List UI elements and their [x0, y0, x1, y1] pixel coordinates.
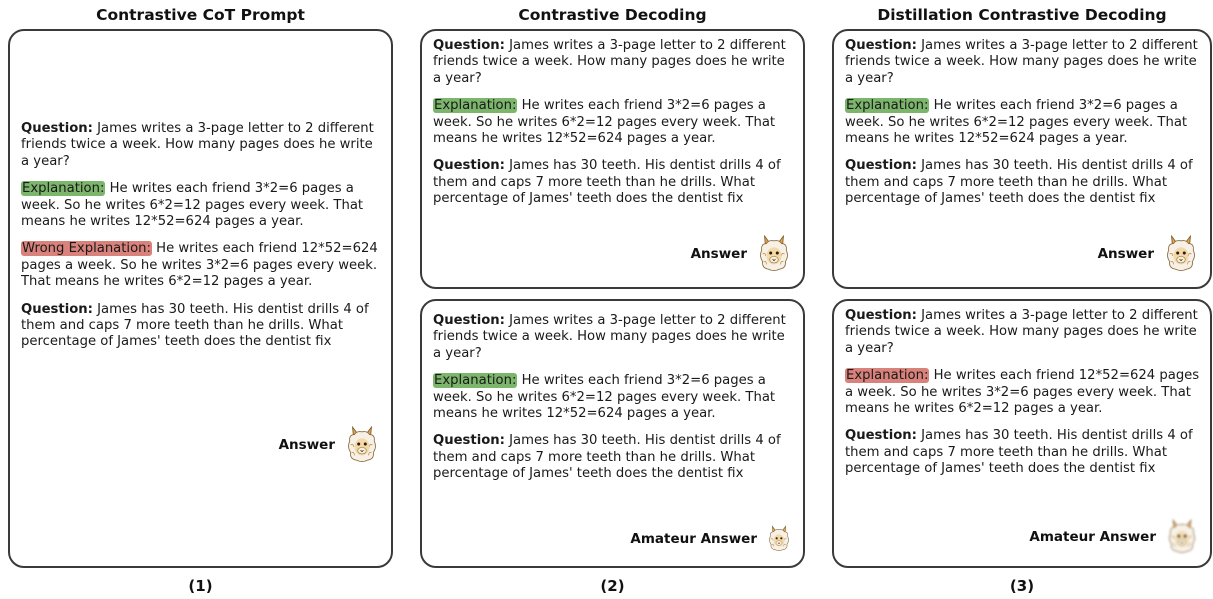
question-paragraph: Question: James writes a 3-page letter t… — [845, 308, 1198, 356]
column-label-1: (1) — [188, 577, 213, 595]
question-paragraph: Question: James has 30 teeth. His dentis… — [433, 433, 781, 482]
contrastive-decoding-expert-panel: Question: James writes a 3-page letter t… — [420, 29, 805, 289]
explanation-paragraph: Explanation: He writes each friend 3*2=6… — [21, 181, 364, 230]
llama-icon — [769, 525, 789, 552]
answer-label: Answer — [278, 437, 335, 453]
wrong-explanation-tag: Wrong Explanation: — [21, 241, 152, 257]
distillation-amateur-panel: Question: James writes a 3-page letter t… — [832, 299, 1212, 568]
question-paragraph: Question: James has 30 teeth. His dentis… — [433, 158, 781, 207]
wrong-explanation-paragraph: Wrong Explanation: He writes each friend… — [21, 241, 378, 290]
answer-row: Amateur Answer — [630, 524, 791, 554]
explanation-tag: Explanation: — [433, 98, 518, 114]
answer-row: Amateur Answer — [1029, 517, 1198, 557]
llama-icon — [1167, 235, 1195, 271]
answer-label: Answer — [1097, 246, 1154, 262]
llama-icon — [348, 426, 376, 462]
contrastive-decoding-amateur-panel: Question: James writes a 3-page letter t… — [420, 299, 805, 568]
explanation-tag: Explanation: — [21, 181, 106, 197]
column-title-2: Contrastive Decoding — [518, 6, 707, 24]
question-paragraph: Question: James writes a 3-page letter t… — [21, 121, 374, 169]
distillation-expert-panel: Question: James writes a 3-page letter t… — [832, 29, 1212, 289]
answer-label: Answer — [690, 246, 747, 262]
question-paragraph: Question: James writes a 3-page letter t… — [433, 38, 786, 86]
explanation-paragraph: Explanation: He writes each friend 12*52… — [845, 368, 1200, 417]
explanation-paragraph: Explanation: He writes each friend 3*2=6… — [433, 98, 776, 147]
column-title-1: Contrastive CoT Prompt — [96, 6, 305, 24]
llama-icon — [760, 235, 788, 271]
explanation-paragraph: Explanation: He writes each friend 3*2=6… — [433, 373, 776, 422]
answer-row: Answer — [279, 425, 379, 465]
amateur-answer-label: Amateur Answer — [1029, 529, 1156, 545]
answer-row: Answer — [1098, 233, 1198, 275]
answer-row: Answer — [691, 233, 791, 275]
wrong-explanation-tag: Explanation: — [845, 368, 930, 384]
column-label-2: (2) — [600, 577, 625, 595]
question-paragraph: Question: James writes a 3-page letter t… — [433, 313, 786, 361]
explanation-tag: Explanation: — [845, 98, 930, 114]
amateur-answer-label: Amateur Answer — [630, 531, 757, 547]
blurry-llama-icon — [1168, 519, 1196, 553]
question-paragraph: Question: James writes a 3-page letter t… — [845, 38, 1198, 86]
contrastive-cot-prompt-panel: Question: James writes a 3-page letter t… — [8, 29, 393, 568]
question-paragraph: Question: James has 30 teeth. His dentis… — [21, 301, 369, 350]
explanation-paragraph: Explanation: He writes each friend 3*2=6… — [845, 98, 1188, 147]
question-paragraph: Question: James has 30 teeth. His dentis… — [845, 428, 1193, 477]
explanation-tag: Explanation: — [433, 373, 518, 389]
question-paragraph: Question: James has 30 teeth. His dentis… — [845, 158, 1193, 207]
column-title-3: Distillation Contrastive Decoding — [877, 6, 1167, 24]
column-label-3: (3) — [1009, 577, 1035, 595]
